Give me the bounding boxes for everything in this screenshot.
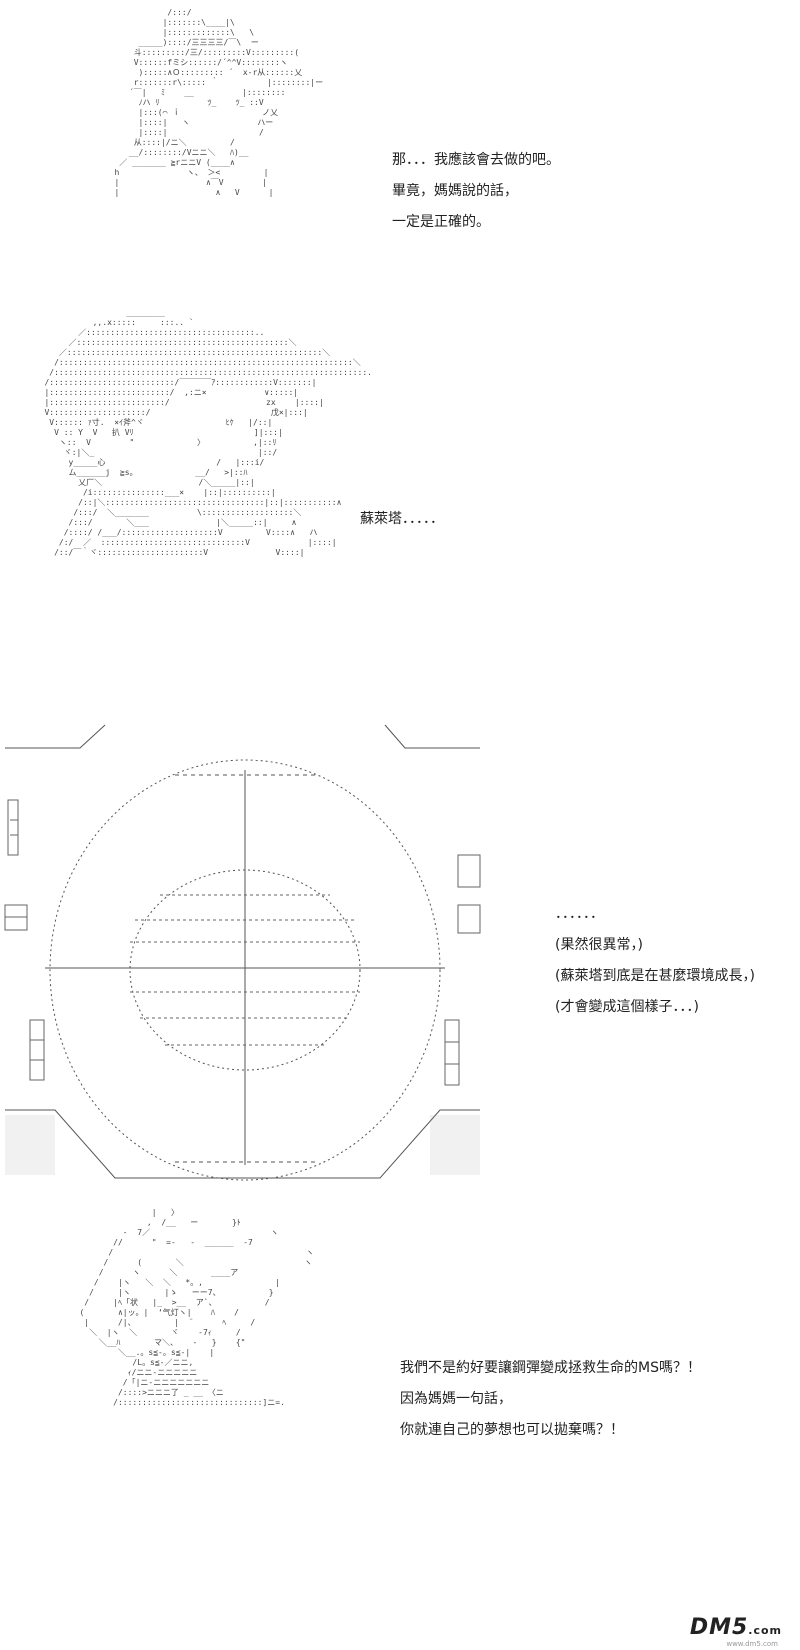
panel-1: /:::/ |:::::::\____|\ |:::::::::::::\ \ … bbox=[0, 0, 800, 300]
dialogue-line: 那．．．我應該會去做的吧。 bbox=[392, 152, 560, 168]
dialogue-block-3: ．．．．．． (果然很異常，) (蘇萊塔到底是在甚麼環境成長，) (才會變成這個… bbox=[555, 902, 755, 1026]
panel-3: ．．．．．． (果然很異常，) (蘇萊塔到底是在甚麼環境成長，) (才會變成這個… bbox=[0, 710, 800, 1200]
ascii-art-character-2: ________ ,,.x::::: :::.. ` ／::::::::::::… bbox=[44, 308, 372, 557]
dialogue-block-1: 那．．．我應該會去做的吧。 畢竟，媽媽說的話， 一定是正確的。 bbox=[392, 148, 560, 241]
dialogue-line: (蘇萊塔到底是在甚麼環境成長，) bbox=[555, 968, 755, 984]
dialogue-block-4: 我們不是約好要讓鋼彈變成拯救生命的MS嗎？！ 因為媽媽一句話， 你就連自己的夢想… bbox=[400, 1356, 701, 1449]
dialogue-line: ．．．．．． bbox=[555, 906, 604, 922]
scope-frame-art bbox=[4, 724, 481, 1181]
dialogue-line: 你就連自己的夢想也可以拋棄嗎？！ bbox=[400, 1422, 624, 1438]
panel-4: | 〉 , /__ ー }ﾄ - 7／ ヽ // " =- - ______ -… bbox=[0, 1200, 800, 1650]
watermark-url: www.dm5.com bbox=[726, 1640, 778, 1648]
panel-2: ________ ,,.x::::: :::.. ` ／::::::::::::… bbox=[0, 300, 800, 710]
ascii-art-character-3: | 〉 , /__ ー }ﾄ - 7／ ヽ // " =- - ______ -… bbox=[79, 1208, 314, 1407]
dialogue-line: 蘇萊塔．．．．． bbox=[360, 511, 444, 527]
ascii-art-character-1: /:::/ |:::::::\____|\ |:::::::::::::\ \ … bbox=[114, 8, 324, 197]
dialogue-line: 一定是正確的。 bbox=[392, 214, 490, 230]
dialogue-line: 畢竟，媽媽說的話， bbox=[392, 183, 518, 199]
watermark-logo: DM5.com bbox=[689, 1615, 782, 1640]
dialogue-line: 因為媽媽一句話， bbox=[400, 1391, 512, 1407]
dialogue-line: (才會變成這個樣子．．．) bbox=[555, 999, 699, 1015]
dialogue-block-2: 蘇萊塔．．．．． bbox=[360, 507, 444, 538]
dialogue-line: 我們不是約好要讓鋼彈變成拯救生命的MS嗎？！ bbox=[400, 1360, 701, 1376]
dialogue-line: (果然很異常，) bbox=[555, 937, 643, 953]
